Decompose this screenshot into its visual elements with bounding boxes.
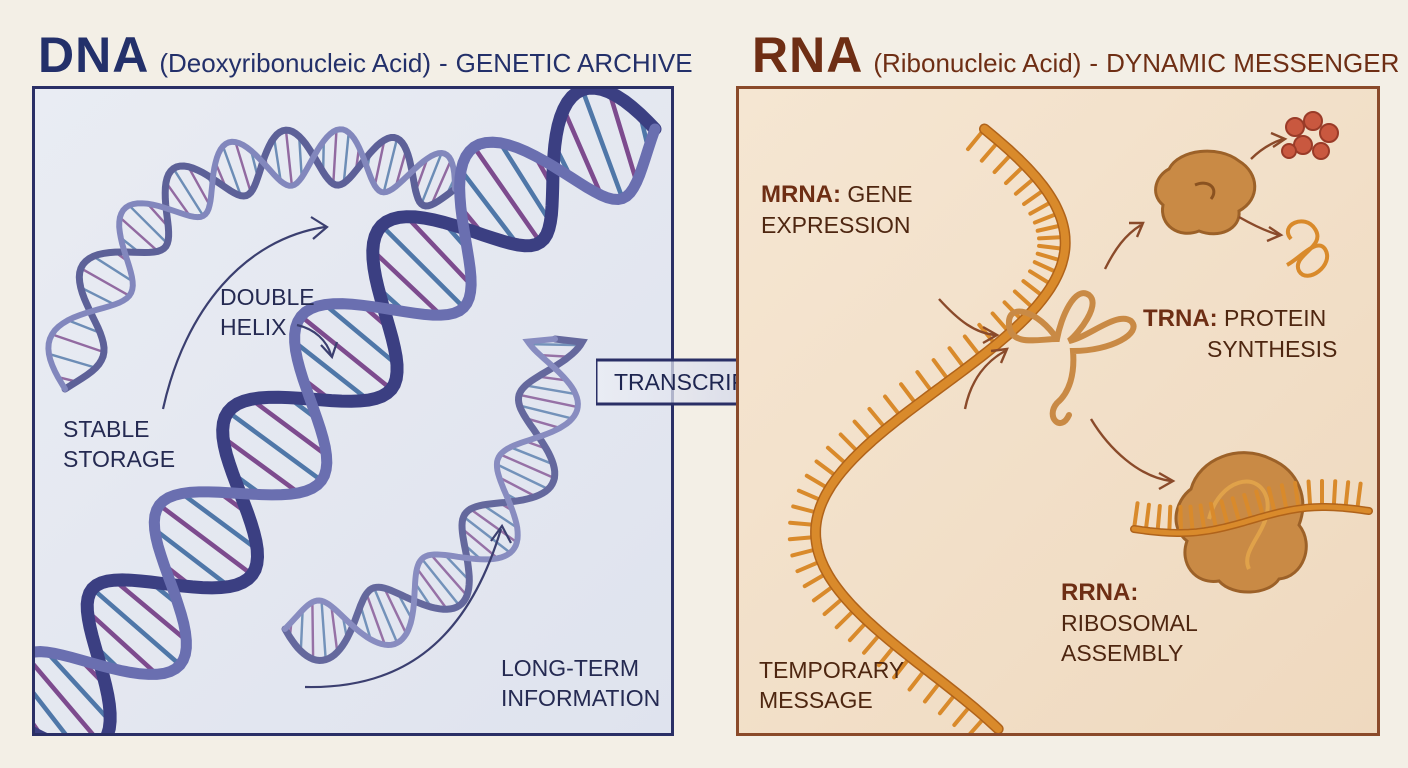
long-term-information-label: LONG-TERM INFORMATION xyxy=(501,653,660,713)
mrna-label-line2: EXPRESSION xyxy=(761,212,911,238)
mrna-backbone xyxy=(787,123,1071,733)
arrow-trna-to-ribosome xyxy=(1103,223,1142,270)
long-term-label-line1: LONG-TERM xyxy=(501,655,639,681)
ribosome-small xyxy=(1154,149,1257,236)
trna-label-line1: tRNA: PROTEIN xyxy=(1143,303,1337,334)
arrow-upper-head xyxy=(310,216,329,240)
arrow-ribosome-to-protein xyxy=(1250,137,1284,160)
arrow-double-helix xyxy=(296,323,333,356)
dna-title: DNA (Deoxyribonucleic Acid) - GENETIC AR… xyxy=(38,26,693,84)
mrna-label-line1: mRNA: GENE xyxy=(761,179,913,210)
arrow-ribosome-to-folded-head xyxy=(1266,226,1284,243)
arrow-lower-head xyxy=(490,523,512,544)
trna-molecule xyxy=(1005,290,1137,426)
rna-panel: mRNA: GENE EXPRESSION tRNA: PROTEIN SYNT… xyxy=(736,86,1380,736)
arrow-trna-to-rrna xyxy=(1089,418,1172,483)
dna-arrows xyxy=(161,216,512,689)
mrna-key: mRNA: xyxy=(761,181,841,208)
arrow-trna-to-ribosome-head xyxy=(1129,221,1145,238)
dna-subtitle: GENETIC ARCHIVE xyxy=(455,48,693,78)
rrna-key: rRNA: xyxy=(1061,579,1139,606)
double-helix-label-line1: DOUBLE xyxy=(220,284,315,310)
arrow-strand-to-trna-head xyxy=(990,347,1009,364)
arrow-mrna-to-trna xyxy=(938,298,996,337)
rrna-strand xyxy=(1130,478,1373,537)
arrow-ribosome-to-folded xyxy=(1238,215,1280,237)
folded-protein xyxy=(1285,219,1330,278)
stable-storage-label: STABLE STORAGE xyxy=(63,414,175,474)
arrow-trna-to-rrna-head xyxy=(1158,471,1176,491)
stable-storage-label-line1: STABLE xyxy=(63,416,150,442)
dna-helix-lower xyxy=(281,335,588,665)
rna-subtitle: DYNAMIC MESSENGER xyxy=(1106,48,1400,78)
rrna-label-line1: rRNA: xyxy=(1061,577,1198,608)
dna-helix-upper xyxy=(45,126,459,393)
long-term-label-line2: INFORMATION xyxy=(501,685,661,711)
trna-key: tRNA: xyxy=(1143,305,1218,332)
dna-panel: DOUBLE HELIX STABLE STORAGE LONG-TERM IN… xyxy=(32,86,674,736)
arrow-double-helix-head xyxy=(320,341,339,360)
mrna-label: mRNA: GENE EXPRESSION xyxy=(761,179,913,240)
dna-title-separator: - xyxy=(439,48,448,78)
rna-arrows xyxy=(938,131,1288,491)
trna-desc-1: PROTEIN xyxy=(1224,305,1327,331)
temporary-message-label: TEMPORARY MESSAGE xyxy=(759,655,904,715)
trna-label: tRNA: PROTEIN SYNTHESIS xyxy=(1143,303,1337,364)
arrow-strand-to-trna xyxy=(963,349,1006,410)
temporary-message-line2: MESSAGE xyxy=(759,687,873,713)
arrow-ribosome-to-protein-head xyxy=(1270,131,1288,148)
arrow-lower-curve xyxy=(304,528,503,689)
dna-helices xyxy=(35,89,662,733)
double-helix-label-line2: HELIX xyxy=(220,314,287,340)
temporary-message-line1: TEMPORARY xyxy=(759,657,905,683)
arrow-upper-curve xyxy=(161,225,326,410)
rna-title: RNA (Ribonucleic Acid) - DYNAMIC MESSENG… xyxy=(752,26,1399,84)
rna-full-name: (Ribonucleic Acid) xyxy=(873,48,1082,78)
dna-helix-main xyxy=(35,89,662,733)
dna-acronym: DNA xyxy=(38,27,150,83)
trna-label-line2: SYNTHESIS xyxy=(1207,336,1338,362)
dna-illustration xyxy=(35,89,662,733)
mrna-desc-1: GENE xyxy=(847,181,913,207)
dna-full-name: (Deoxyribonucleic Acid) xyxy=(159,48,431,78)
rrna-label-line2: RIBOSOMAL xyxy=(1061,610,1198,636)
rna-acronym: RNA xyxy=(752,27,864,83)
rna-title-separator: - xyxy=(1089,48,1099,78)
rrna-label-line3: ASSEMBLY xyxy=(1061,640,1184,666)
mrna-strand xyxy=(787,123,1071,733)
rrna-label: rRNA: RIBOSOMAL ASSEMBLY xyxy=(1061,577,1198,668)
arrow-mrna-to-trna-head xyxy=(982,325,1000,345)
double-helix-label: DOUBLE HELIX xyxy=(220,282,315,342)
rna-illustration xyxy=(787,111,1373,733)
rrna-backbone xyxy=(1130,478,1373,537)
protein-cluster xyxy=(1281,111,1339,160)
stable-storage-label-line2: STORAGE xyxy=(63,446,176,472)
